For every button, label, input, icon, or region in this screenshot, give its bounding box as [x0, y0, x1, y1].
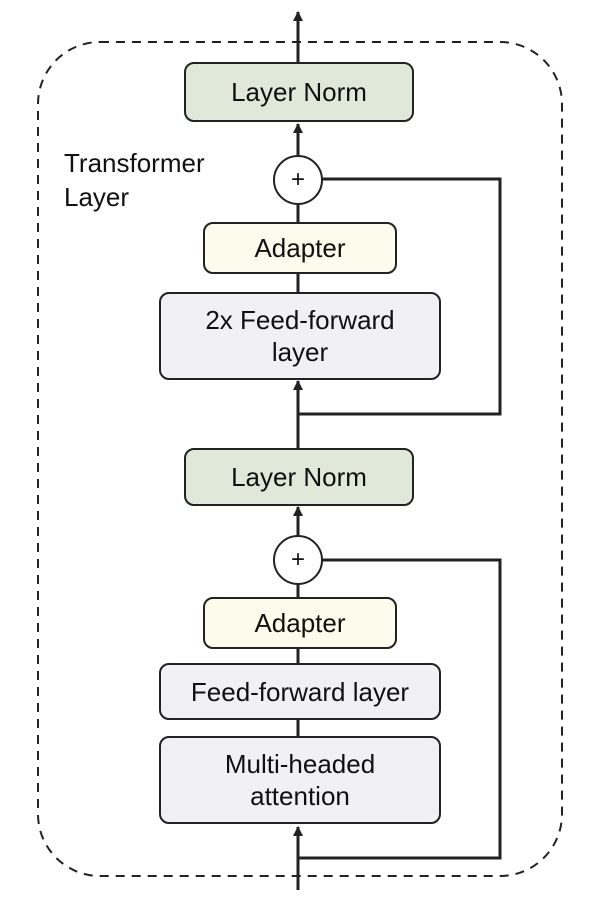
- add-node-bottom: +: [273, 535, 323, 585]
- adapter-top-block: Adapter: [203, 222, 397, 274]
- residual-connection-top: [298, 177, 502, 416]
- transformer-layer-label: Transformer Layer: [64, 146, 205, 214]
- transformer-layer-frame: [37, 41, 563, 877]
- adapter-bottom-block: Adapter: [203, 597, 397, 649]
- frame-label-line-2: Layer: [64, 182, 130, 212]
- adapter-top-label: Adapter: [254, 233, 346, 263]
- feed-forward-label: Feed-forward layer: [190, 676, 410, 707]
- ff2x-block: 2x Feed-forward layer: [159, 292, 441, 380]
- mha-label-line-2: attention: [250, 781, 350, 811]
- multi-headed-attention-block: Multi-headed attention: [159, 736, 441, 824]
- layer-norm-top-label: Layer Norm: [231, 77, 367, 107]
- layer-norm-mid-label: Layer Norm: [231, 462, 367, 492]
- ff2x-label-line-1: 2x Feed-forward: [205, 305, 395, 335]
- feed-forward-block: Feed-forward layer: [159, 663, 441, 720]
- residual-connection-bottom: [298, 558, 502, 860]
- ff2x-label-line-2: layer: [271, 337, 329, 367]
- add-symbol-top: +: [290, 166, 305, 193]
- frame-label-line-1: Transformer: [64, 148, 205, 178]
- add-symbol-bottom: +: [290, 546, 305, 573]
- layer-norm-top-block: Layer Norm: [184, 62, 414, 122]
- layer-norm-mid-block: Layer Norm: [184, 448, 414, 506]
- adapter-bottom-label: Adapter: [254, 608, 346, 638]
- add-node-top: +: [273, 155, 323, 205]
- mha-label-line-1: Multi-headed: [224, 749, 376, 779]
